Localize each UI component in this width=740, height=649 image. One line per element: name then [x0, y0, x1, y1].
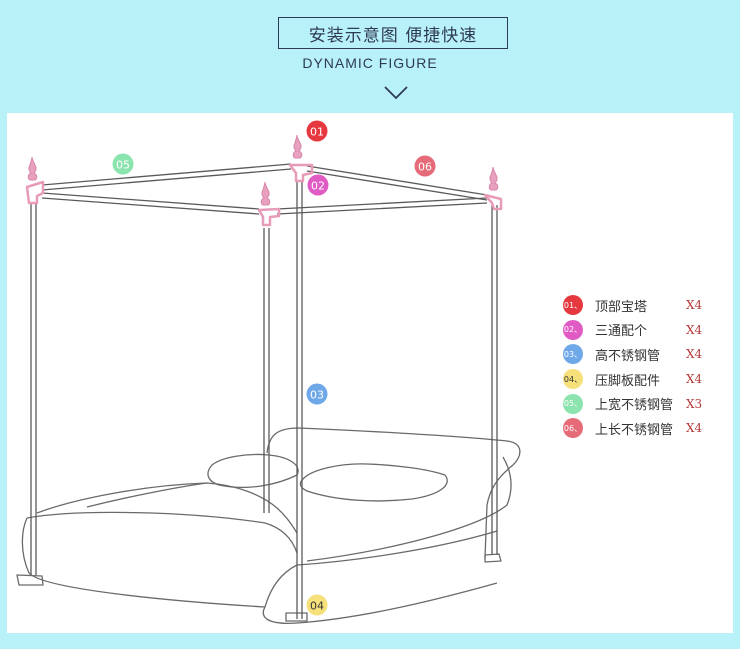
- legend-item: 02、 三通配个 X4: [563, 318, 713, 343]
- legend-label: 顶部宝塔: [595, 299, 648, 315]
- rail-top-right: [306, 165, 488, 196]
- legend-badge: 06、: [563, 418, 583, 439]
- legend-quantity: X4: [686, 421, 703, 436]
- callout-02: 02: [307, 174, 329, 196]
- callout-06-badge: [414, 155, 436, 177]
- legend-item: 05、 上宽不锈钢管 X3: [563, 391, 713, 416]
- finial-back-right: [488, 166, 499, 191]
- canopy-bed-diagram: 01 02 03 04 05 06: [16, 120, 521, 624]
- legend-badge: 04、: [563, 369, 583, 390]
- callout-01-label: 01: [310, 126, 324, 139]
- finials: [27, 134, 499, 206]
- legend-label: 三通配个: [595, 324, 648, 340]
- callout-04-badge: [306, 594, 328, 616]
- legend-badge: 05、: [563, 393, 583, 414]
- legend-label: 压脚板配件: [595, 373, 661, 389]
- rail-front-right: [276, 197, 488, 210]
- legend-item: 04、 压脚板配件 X4: [563, 367, 713, 392]
- legend-quantity: X4: [686, 347, 703, 362]
- callout-04-label: 04: [310, 600, 324, 613]
- legend-quantity: X4: [686, 322, 703, 337]
- diagram-panel: 01 02 03 04 05 06: [7, 113, 733, 633]
- title-box: 安装示意图 便捷快速: [278, 17, 508, 49]
- rail-top-left: [41, 163, 292, 186]
- legend-badge: 01、: [563, 295, 583, 316]
- legend-label: 上宽不锈钢管: [595, 398, 674, 414]
- page-subtitle: DYNAMIC FIGURE: [302, 55, 438, 71]
- bed-illustration: [16, 427, 521, 624]
- callout-06-label: 06: [418, 161, 432, 174]
- callout-03-badge: [306, 383, 328, 405]
- callout-04: 04: [306, 594, 328, 616]
- finial-back-left: [27, 156, 38, 181]
- legend-item: 03、 高不锈钢管 X4: [563, 342, 713, 367]
- legend-quantity: X4: [686, 372, 703, 387]
- callout-06: 06: [414, 155, 436, 177]
- rail-front-left: [41, 192, 260, 210]
- connectors: [25, 163, 503, 227]
- legend-label: 高不锈钢管: [595, 348, 661, 364]
- callout-01-badge: [306, 120, 328, 142]
- finial-front-right: [292, 134, 303, 159]
- callout-05-badge: [112, 153, 134, 175]
- callout-05-label: 05: [116, 159, 130, 172]
- legend-badge: 02、: [563, 319, 583, 340]
- canopy-frame: [30, 163, 498, 619]
- legend-label: 上长不锈钢管: [595, 422, 674, 438]
- legend-quantity: X4: [686, 298, 703, 313]
- legend-badge: 03、: [563, 344, 583, 365]
- finial-front-left: [260, 181, 271, 206]
- callout-03-label: 03: [310, 389, 324, 402]
- callout-02-label: 02: [311, 180, 325, 193]
- legend-item: 01、 顶部宝塔 X4: [563, 293, 713, 318]
- parts-legend: 01、 顶部宝塔 X4 02、 三通配个 X4 03、 高不锈钢管 X4 04、…: [563, 293, 713, 441]
- page-title: 安装示意图 便捷快速: [308, 25, 478, 46]
- legend-item: 06、 上长不锈钢管 X4: [563, 416, 713, 441]
- callout-01: 01: [306, 120, 328, 142]
- callout-02-badge: [307, 174, 329, 196]
- callout-05: 05: [112, 153, 134, 175]
- chevron-down-icon: [384, 86, 408, 100]
- callout-03: 03: [306, 383, 328, 405]
- legend-quantity: X3: [686, 396, 703, 411]
